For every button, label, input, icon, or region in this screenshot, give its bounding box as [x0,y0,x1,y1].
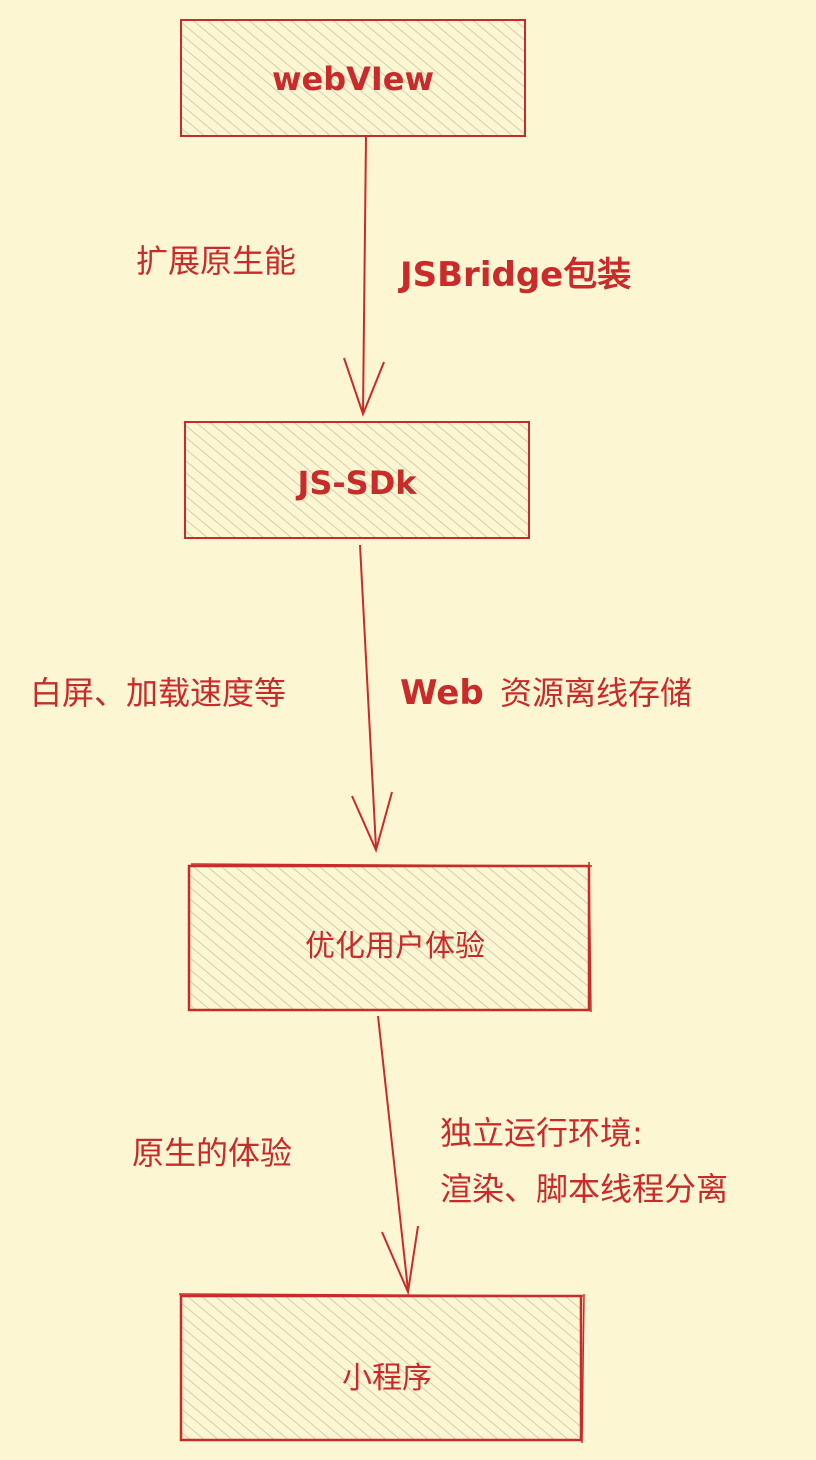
label-extend-native: 扩展原生能 [136,242,296,280]
node-ux: 优化用户体验 [187,861,593,1013]
label-env-line1: 独立运行环境: [440,1114,643,1152]
label-env-line2: 渲染、脚本线程分离 [440,1170,728,1208]
arrow-ux-to-miniprogram [377,1015,419,1296]
node-ux-label: 优化用户体验 [305,929,485,964]
label-web-offline: 资源离线存储 [500,674,692,712]
node-miniprogram: 小程序 [178,1293,585,1444]
label-jsbridge: JSBridge包装 [398,255,631,295]
node-webview-label: webVIew [272,60,434,98]
node-miniprogram-label: 小程序 [342,1361,432,1396]
node-webview: webVIew [180,19,526,137]
node-jssdk-label: JS-SDk [295,464,417,502]
label-native-experience: 原生的体验 [132,1134,292,1172]
label-web-prefix: Web [400,673,484,713]
label-first-screen: 白屏、加载速度等 [30,674,286,712]
arrow-webview-to-jssdk [343,135,385,417]
arrow-jssdk-to-ux [351,544,393,853]
node-jssdk: JS-SDk [184,421,530,539]
